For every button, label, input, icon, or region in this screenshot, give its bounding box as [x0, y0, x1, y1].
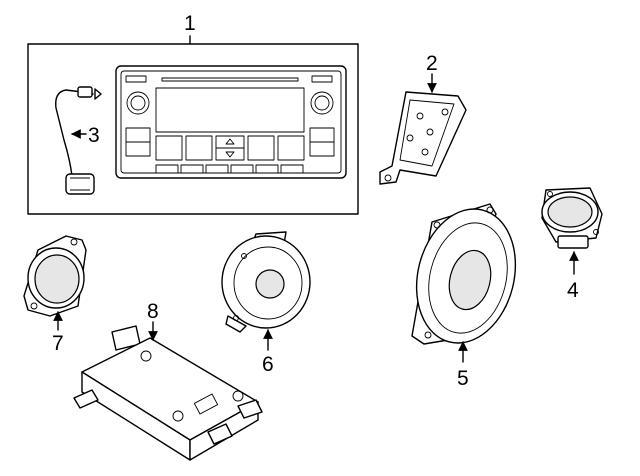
mid-speaker — [221, 231, 311, 333]
radio-assembly-box — [27, 43, 359, 215]
callout-7: 7 — [52, 332, 64, 355]
large-speaker — [411, 203, 517, 345]
callout-5: 5 — [457, 367, 469, 390]
mounting-bracket — [379, 91, 467, 185]
amplifier-module — [73, 325, 263, 461]
callout-3: 3 — [88, 124, 100, 147]
leader-lines — [53, 35, 579, 363]
callout-6: 6 — [262, 353, 274, 376]
callout-4: 4 — [567, 279, 579, 302]
tweeter-speaker — [541, 187, 603, 249]
small-speaker — [23, 235, 87, 317]
callout-1: 1 — [184, 12, 196, 35]
callout-8: 8 — [147, 300, 159, 323]
callout-2: 2 — [426, 52, 438, 75]
antenna-cable — [55, 86, 102, 195]
radio-head-unit — [115, 65, 347, 179]
